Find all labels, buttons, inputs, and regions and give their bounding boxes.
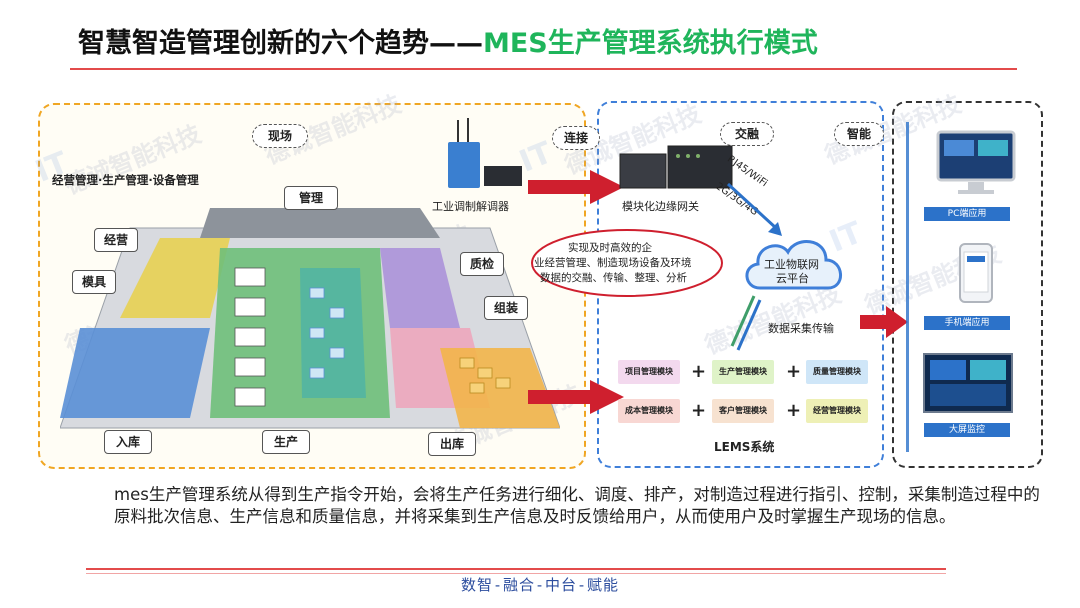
summary-ellipse — [531, 229, 723, 297]
industrial-modem-icon — [448, 118, 522, 188]
label-operations: 经营 — [94, 228, 138, 252]
label-inbound: 入库 — [104, 430, 152, 454]
plus-icon: + — [691, 361, 707, 382]
footer-divider-thin — [86, 573, 946, 574]
module-production: 生产管理模块 — [712, 360, 774, 384]
arrow-right-icon — [528, 380, 624, 414]
arrow-right-icon — [860, 306, 908, 338]
label-management: 管理 — [284, 186, 338, 210]
footer-divider — [86, 568, 946, 570]
ellipse-line-3: 数据的交融、传输、整理、分析 — [540, 272, 687, 284]
mobile-phone-icon — [959, 243, 993, 303]
ellipse-line-2: 业经营管理、制造现场设备及环境 — [534, 257, 692, 269]
site-bubble: 现场 — [252, 124, 308, 148]
module-quality: 质量管理模块 — [806, 360, 868, 384]
module-project: 项目管理模块 — [618, 360, 680, 384]
label-quality: 质检 — [460, 252, 504, 276]
fusion-bubble: 交融 — [720, 122, 774, 146]
gateway-caption: 模块化边缘网关 — [622, 200, 699, 213]
app-bigscreen-label: 大屏监控 — [924, 423, 1010, 437]
plus-icon: + — [691, 400, 707, 421]
ellipse-line-1: 实现及时高效的企 — [568, 242, 652, 254]
label-assembly: 组装 — [484, 296, 528, 320]
module-customer: 客户管理模块 — [712, 399, 774, 423]
smart-bubble: 智能 — [834, 122, 884, 146]
apps-panel — [892, 101, 1043, 468]
app-pc-label: PC端应用 — [924, 207, 1010, 221]
link-arrow-icon — [726, 182, 782, 236]
label-production: 生产 — [262, 430, 310, 454]
data-transfer-label: 数据采集传输 — [768, 322, 834, 335]
plus-icon: + — [786, 400, 802, 421]
factory-caption: 经营管理·生产管理·设备管理 — [52, 173, 199, 187]
footer-slogan: 数智-融合-中台-赋能 — [460, 576, 620, 594]
lems-system-name: LEMS系统 — [714, 440, 775, 454]
modem-caption: 工业调制解调器 — [432, 200, 509, 213]
factory-floor-illustration — [60, 208, 560, 429]
title-part-1: 智慧智造管理创新的六个趋势—— — [78, 28, 483, 59]
big-screen-icon — [923, 353, 1013, 413]
arrow-right-icon — [528, 170, 624, 204]
description-text: mes生产管理系统从得到生产指令开始，会将生产任务进行细化、调度、排产，对制造过… — [114, 485, 1040, 526]
module-business: 经营管理模块 — [806, 399, 868, 423]
apps-timeline-line — [906, 122, 909, 452]
connect-bubble: 连接 — [552, 126, 600, 150]
cloud-line-2: 云平台 — [776, 272, 809, 285]
title-part-2: MES生产管理系统执行模式 — [483, 28, 818, 59]
title-divider — [70, 68, 1017, 70]
edge-gateway-icon — [619, 145, 733, 189]
label-molds: 模具 — [72, 270, 116, 294]
cloud-line-1: 工业物联网 — [764, 258, 819, 271]
cloud-icon — [745, 240, 842, 290]
plus-icon: + — [786, 361, 802, 382]
app-mobile-label: 手机端应用 — [924, 316, 1010, 330]
module-cost: 成本管理模块 — [618, 399, 680, 423]
page-title: 智慧智造管理创新的六个趋势——MES生产管理系统执行模式 — [78, 24, 818, 64]
label-outbound: 出库 — [428, 432, 476, 456]
data-transfer-arrows-icon — [730, 295, 762, 351]
pc-monitor-icon — [936, 130, 1016, 194]
